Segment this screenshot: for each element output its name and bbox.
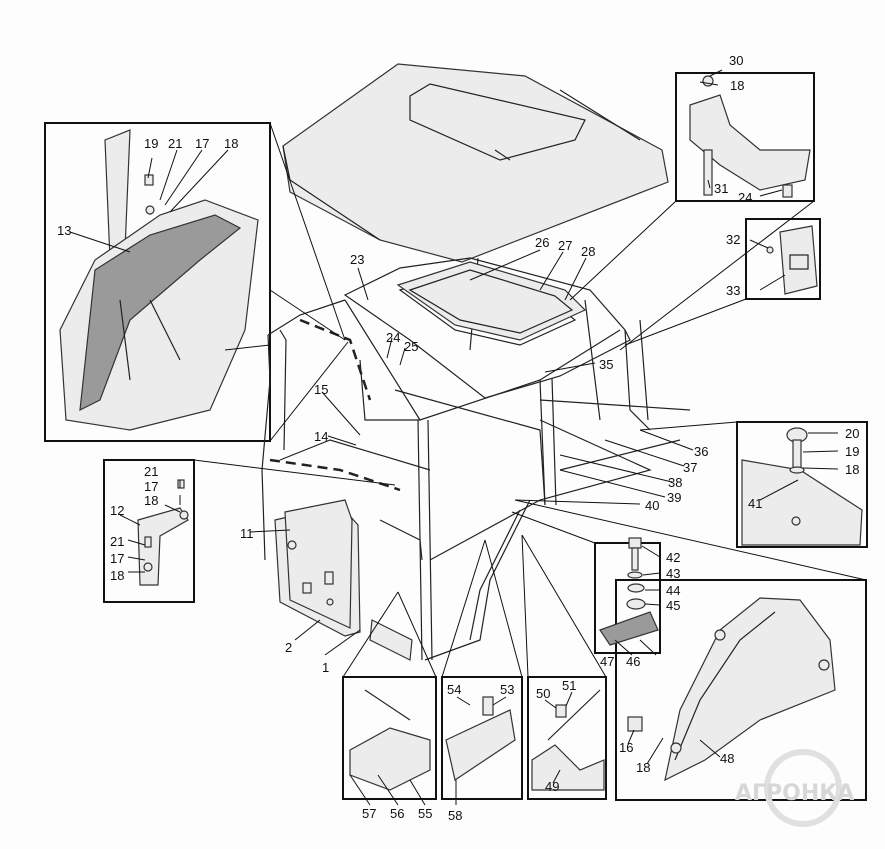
label-16: 16 [619, 740, 633, 755]
label-50: 50 [536, 686, 550, 701]
left-fender-part [59, 129, 259, 431]
inset-frame-latch [745, 218, 821, 300]
label-21-bracket-low: 21 [110, 534, 124, 549]
label-18-bracket: 18 [144, 493, 158, 508]
label-1: 1 [322, 660, 329, 675]
label-21-fender: 21 [168, 136, 182, 151]
label-2: 2 [285, 640, 292, 655]
bracket-part [137, 479, 189, 586]
label-44: 44 [666, 583, 680, 598]
label-18-stopper: 18 [845, 462, 859, 477]
label-23: 23 [350, 252, 364, 267]
label-38: 38 [668, 475, 682, 490]
label-27: 27 [558, 238, 572, 253]
label-19-fender: 19 [144, 136, 158, 151]
label-45: 45 [666, 598, 680, 613]
roof [282, 63, 669, 263]
label-15: 15 [314, 382, 328, 397]
label-40: 40 [645, 498, 659, 513]
assembly-dash-1 [299, 318, 372, 401]
inset-frame-stopper [736, 421, 868, 548]
label-13: 13 [57, 223, 71, 238]
label-55: 55 [418, 806, 432, 821]
label-11: 11 [240, 526, 254, 541]
label-43: 43 [666, 566, 680, 581]
label-14: 14 [314, 429, 328, 444]
inset-frame-step-bolt [441, 676, 523, 800]
label-39: 39 [667, 490, 681, 505]
inset-frame-left-fender [44, 122, 271, 442]
label-18-bracket-low: 18 [110, 568, 124, 583]
label-17-bracket-low: 17 [110, 551, 124, 566]
label-36: 36 [694, 444, 708, 459]
cab-frame [261, 257, 691, 661]
label-21-bracket: 21 [144, 464, 158, 479]
label-18-fender: 18 [224, 136, 238, 151]
bolt-set-part [599, 537, 659, 646]
label-18-rear: 18 [636, 760, 650, 775]
label-53: 53 [500, 682, 514, 697]
inset-frame-bracket [103, 459, 195, 603]
label-24-roof: 24 [738, 190, 752, 205]
label-18-roof: 18 [730, 78, 744, 93]
label-41: 41 [748, 496, 762, 511]
step-part-53-58 [445, 696, 516, 781]
label-19-stopper: 19 [845, 444, 859, 459]
label-31: 31 [714, 181, 728, 196]
label-48: 48 [720, 751, 734, 766]
label-30: 30 [729, 53, 743, 68]
label-25: 25 [404, 339, 418, 354]
logo-roundel [764, 749, 842, 827]
roof-bracket-part [689, 75, 811, 198]
inset-frame-bolt-set [594, 542, 661, 654]
watermark: АГРОНКА [735, 749, 854, 827]
label-49: 49 [545, 779, 559, 794]
inset-frame-rear-fender [615, 579, 867, 801]
label-47: 47 [600, 654, 614, 669]
latch-part [766, 225, 818, 295]
assembly-dash-2 [269, 458, 401, 492]
inset-frame-step [342, 676, 437, 800]
label-20: 20 [845, 426, 859, 441]
label-17-fender: 17 [195, 136, 209, 151]
label-58: 58 [448, 808, 462, 823]
label-46: 46 [626, 654, 640, 669]
label-28: 28 [581, 244, 595, 259]
label-12: 12 [110, 503, 124, 518]
rear-fender-part [627, 597, 836, 782]
inset-frame-roof-bracket [675, 72, 815, 202]
roof-hatch-seal [396, 261, 587, 341]
label-54: 54 [447, 682, 461, 697]
rear-plate-assembly [274, 499, 361, 637]
leader-lines [69, 69, 867, 806]
label-57: 57 [362, 806, 376, 821]
rail-part-49-51 [531, 689, 605, 791]
label-37: 37 [683, 460, 697, 475]
fastener-cluster-19-21 [144, 174, 155, 215]
label-26: 26 [535, 235, 549, 250]
part-labels: 1 2 11 12 13 14 15 16 17 18 19 21 21 17 … [57, 53, 859, 823]
watermark-text: АГРОНКА [735, 781, 854, 806]
label-32: 32 [726, 232, 740, 247]
label-56: 56 [390, 806, 404, 821]
label-24-frame: 24 [386, 330, 400, 345]
step-part-55-57 [349, 689, 431, 791]
label-17-bracket: 17 [144, 479, 158, 494]
label-33: 33 [726, 283, 740, 298]
label-51: 51 [562, 678, 576, 693]
inset-frame-rail-bolt [527, 676, 607, 800]
label-42: 42 [666, 550, 680, 565]
label-35: 35 [599, 357, 613, 372]
stopper-part [741, 427, 863, 546]
